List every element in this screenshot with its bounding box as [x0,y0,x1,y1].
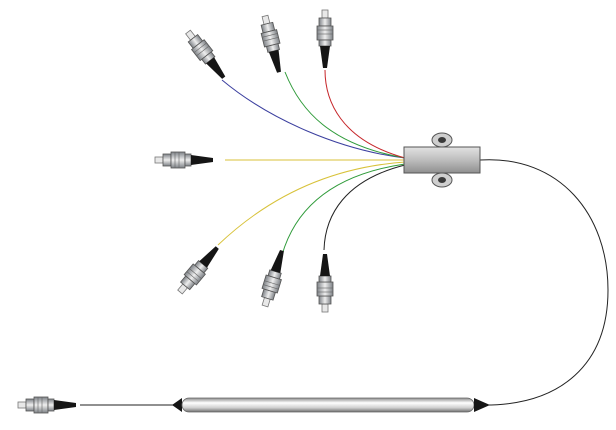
fc-connector-7 [316,253,334,313]
fiber-input-loop [479,159,609,406]
fc-connector-1 [181,26,231,84]
fiber-yellow-lower [217,161,406,246]
protection-tube [172,397,490,413]
fc-connector-4 [154,151,214,169]
fiber-green-lower [281,163,406,256]
fiber-bundle [80,69,609,406]
fc-connector-5 [173,241,224,298]
fiber-black-lower [323,164,406,251]
fc-connector-input [17,396,77,414]
splitter-module [403,132,481,188]
fc-connector-6 [256,247,291,309]
fiber-green-upper [284,71,406,159]
fc-connector-3 [316,9,334,69]
fiber-blue [221,79,406,159]
fiber-red [324,69,406,159]
fc-connector-2 [256,13,288,75]
